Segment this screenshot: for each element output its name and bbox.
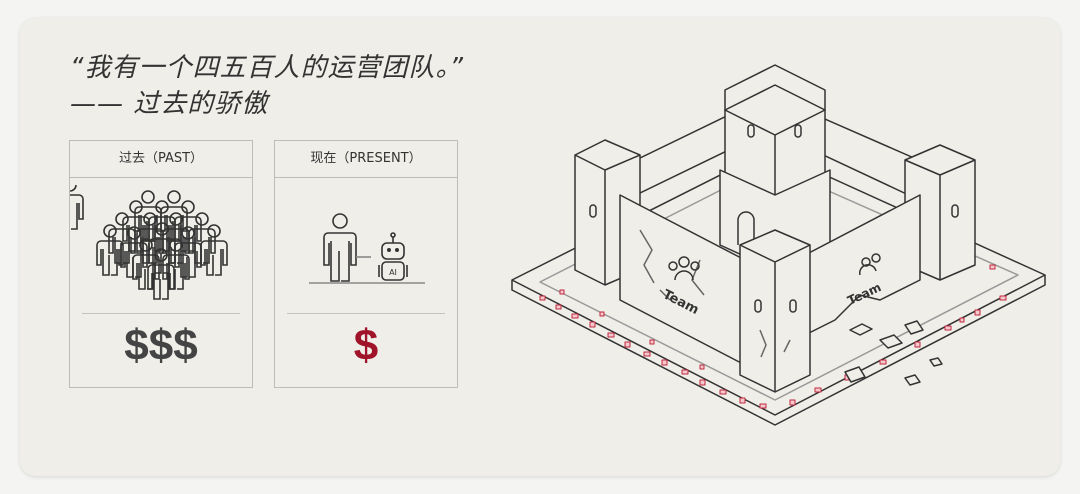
team-icon-left xyxy=(668,256,700,281)
quote-attribution: —— 过去的骄傲 xyxy=(70,89,269,119)
human-and-robot-icon: AI xyxy=(309,213,425,284)
team-icon-right xyxy=(859,253,881,276)
past-title: 过去（PAST） xyxy=(70,141,252,178)
present-panel: 现在（PRESENT） AI $ xyxy=(274,140,458,388)
past-cost: $$$ xyxy=(124,321,198,370)
crowd-icon xyxy=(70,185,228,300)
crumbling-castle-illustration: Team Team xyxy=(511,64,1046,426)
divider xyxy=(287,313,445,314)
robot-label: AI xyxy=(389,268,397,277)
present-title: 现在（PRESENT） xyxy=(275,141,457,178)
rubble xyxy=(539,264,1007,409)
fallen-blocks xyxy=(844,320,943,386)
divider xyxy=(82,313,240,314)
robot-icon xyxy=(378,232,408,281)
past-panel: 过去（PAST） $$$ xyxy=(69,140,253,388)
present-cost: $ xyxy=(353,321,379,370)
quote-line1: “我有一个四五百人的运营团队。” xyxy=(70,53,464,83)
quote: “我有一个四五百人的运营团队。” —— 过去的骄傲 xyxy=(70,50,464,122)
